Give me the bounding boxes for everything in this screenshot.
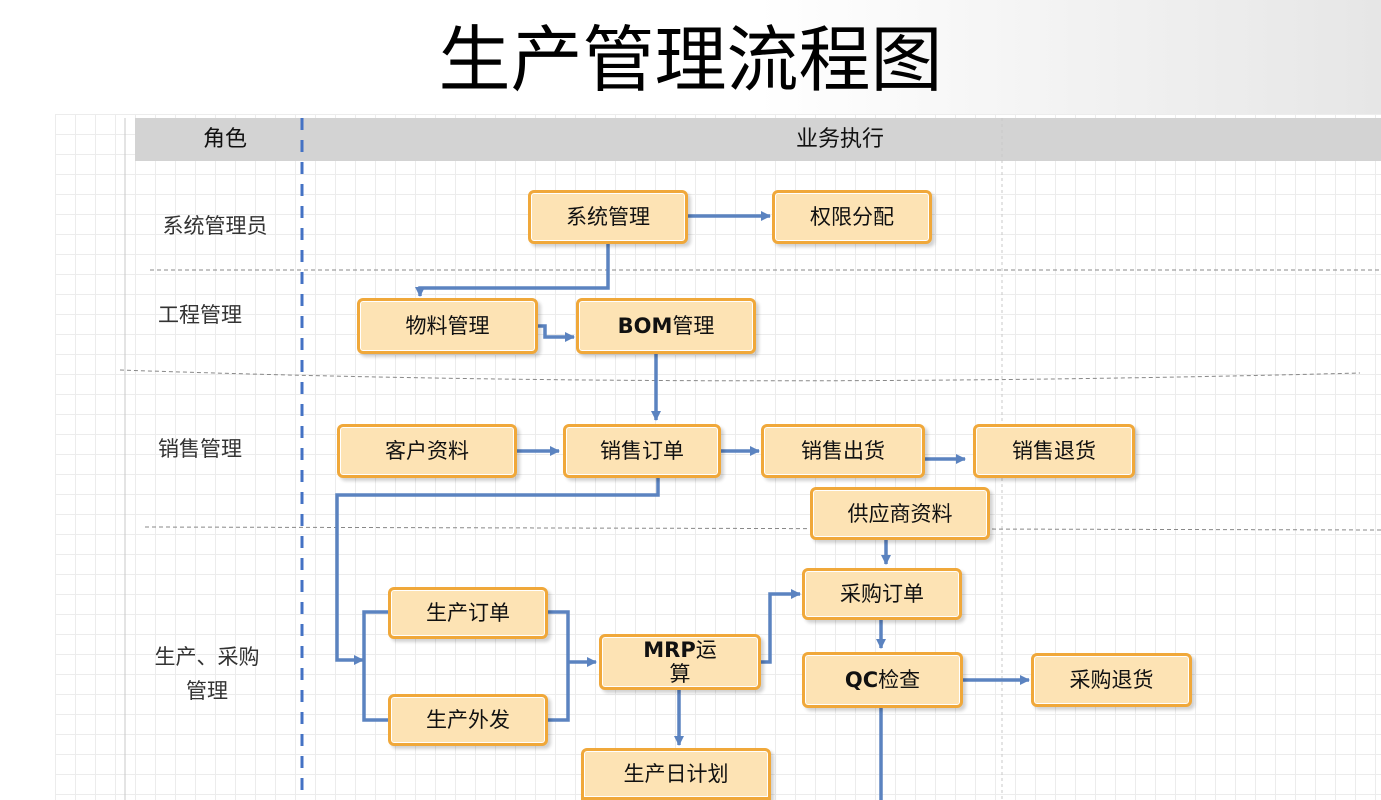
node-permission: 权限分配 (772, 190, 932, 244)
node-purchase-order: 采购订单 (802, 568, 962, 620)
node-bom-bold: BOM (617, 314, 673, 338)
node-sales-shipment: 销售出货 (761, 424, 925, 478)
role-label-production-line1: 生产、采购 (154, 645, 260, 669)
connector (761, 589, 801, 664)
lane-separator (144, 526, 1381, 531)
node-system-mgmt: 系统管理 (528, 190, 688, 244)
node-purchase-return: 采购退货 (1031, 653, 1192, 707)
node-customer-info: 客户资料 (337, 424, 517, 478)
role-label-production-line2: 管理 (186, 679, 228, 703)
page-title: 生产管理流程图 (438, 18, 943, 102)
node-supplier-info: 供应商资料 (810, 487, 990, 540)
execution-column-header: 业务执行 (795, 127, 884, 152)
role-column-header: 角色 (202, 127, 247, 152)
connector (335, 477, 660, 665)
node-sales-return: 销售退货 (973, 424, 1135, 478)
role-label-production: 生产、采购 管理 (132, 640, 282, 708)
connector (415, 244, 610, 297)
swimlane-header (135, 118, 1381, 161)
connector (548, 610, 570, 722)
node-mrp-bold: MRP (643, 638, 696, 662)
node-bom-rest: 管理 (672, 314, 715, 338)
node-qc-bold: QC (844, 668, 879, 692)
node-material-mgmt: 物料管理 (357, 298, 538, 354)
node-mrp-line2: 算 (669, 662, 691, 686)
role-label-engineering: 工程管理 (158, 303, 242, 327)
node-mrp-rest: 运 (695, 638, 717, 662)
lane-separator (119, 369, 1361, 382)
node-mrp-text: MRP运 算 (643, 638, 716, 686)
node-daily-plan: 生产日计划 (581, 748, 771, 800)
node-production-order: 生产订单 (388, 587, 548, 639)
node-qc-rest: 检查 (878, 668, 921, 692)
connector (538, 324, 575, 342)
node-sales-order: 销售订单 (563, 424, 721, 478)
connector (362, 610, 388, 722)
node-mrp: MRP运 算 (599, 634, 761, 690)
role-label-sysadmin: 系统管理员 (162, 214, 268, 238)
role-label-sales: 销售管理 (158, 437, 242, 461)
node-outsourcing: 生产外发 (388, 694, 548, 746)
